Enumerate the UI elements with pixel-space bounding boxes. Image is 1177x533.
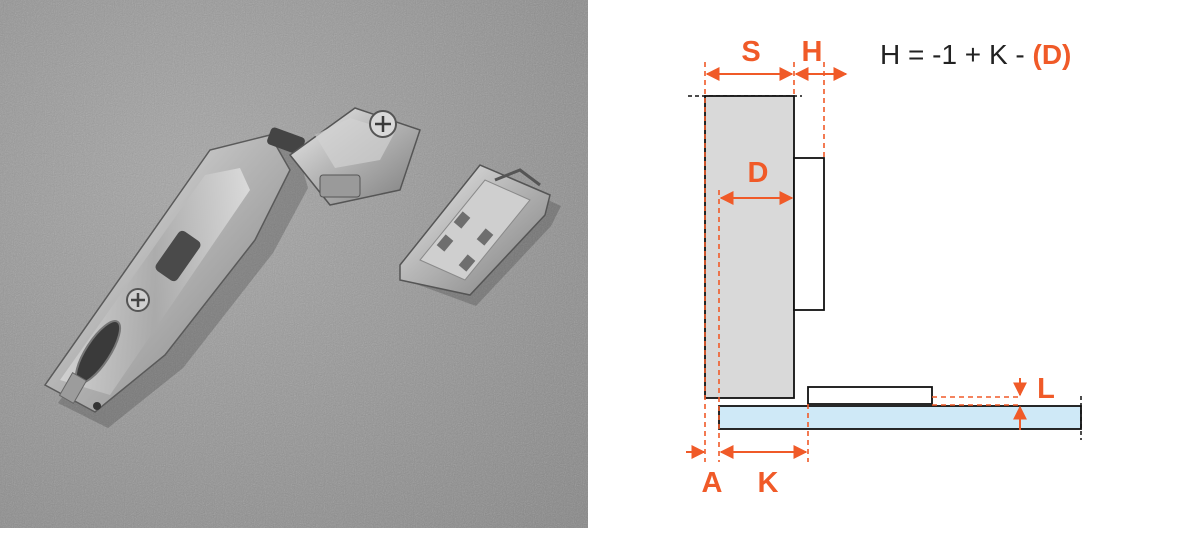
mounting-plate bbox=[807, 386, 933, 405]
door-outline bbox=[793, 157, 825, 311]
label-a: A bbox=[702, 467, 723, 499]
label-l: L bbox=[1037, 373, 1055, 405]
label-d: D bbox=[748, 157, 769, 189]
diagram-svg: H = -1 + K - (D) S bbox=[686, 36, 1082, 499]
label-s: S bbox=[741, 36, 760, 68]
hinge-cup bbox=[288, 107, 421, 206]
label-k: K bbox=[758, 467, 779, 499]
hinge-photo bbox=[0, 0, 588, 528]
mounting-plate-photo bbox=[399, 164, 561, 306]
base-panel bbox=[718, 405, 1082, 430]
hinge-arm bbox=[43, 127, 308, 428]
hinge-photo-panel bbox=[0, 0, 588, 528]
side-panel bbox=[704, 95, 795, 399]
dimension-diagram: H = -1 + K - (D) S bbox=[588, 0, 1177, 528]
label-h: H bbox=[802, 36, 823, 68]
formula-text: H = -1 + K - (D) bbox=[880, 39, 1071, 70]
